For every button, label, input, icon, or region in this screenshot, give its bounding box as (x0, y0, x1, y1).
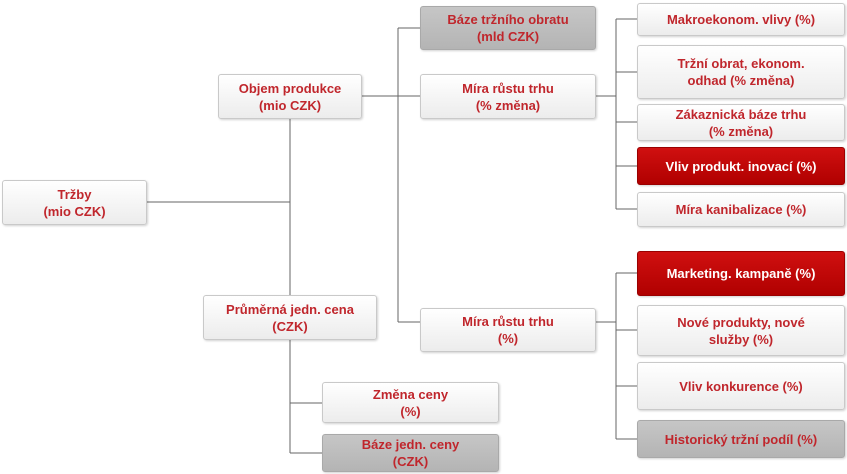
node-market-growth-change: Míra růstu trhu (% změna) (420, 74, 596, 119)
node-macroeconomic-effects: Makroekonom. vlivy (%) (637, 3, 845, 36)
node-average-unit-price: Průměrná jedn. cena (CZK) (203, 295, 377, 340)
node-new-products-services: Nové produkty, nové služby (%) (637, 305, 845, 356)
node-historical-market-share: Historický tržní podíl (%) (637, 420, 845, 458)
node-unit-price-base: Báze jedn. ceny (CZK) (322, 434, 499, 472)
node-marketing-campaigns: Marketing. kampaně (%) (637, 251, 845, 296)
node-production-volume: Objem produkce (mio CZK) (218, 74, 362, 119)
node-market-growth-percent: Míra růstu trhu (%) (420, 308, 596, 352)
node-cannibalization-rate: Míra kanibalizace (%) (637, 192, 845, 227)
node-price-change: Změna ceny (%) (322, 382, 499, 423)
node-customer-base: Zákaznická báze trhu (% změna) (637, 104, 845, 141)
node-revenue: Tržby (mio CZK) (2, 180, 147, 225)
node-product-innovation: Vliv produkt. inovací (%) (637, 147, 845, 185)
node-competition-effect: Vliv konkurence (%) (637, 362, 845, 410)
node-market-turnover-base: Báze tržního obratu (mld CZK) (420, 6, 596, 50)
node-market-turnover-estimate: Tržní obrat, ekonom. odhad (% změna) (637, 45, 845, 99)
